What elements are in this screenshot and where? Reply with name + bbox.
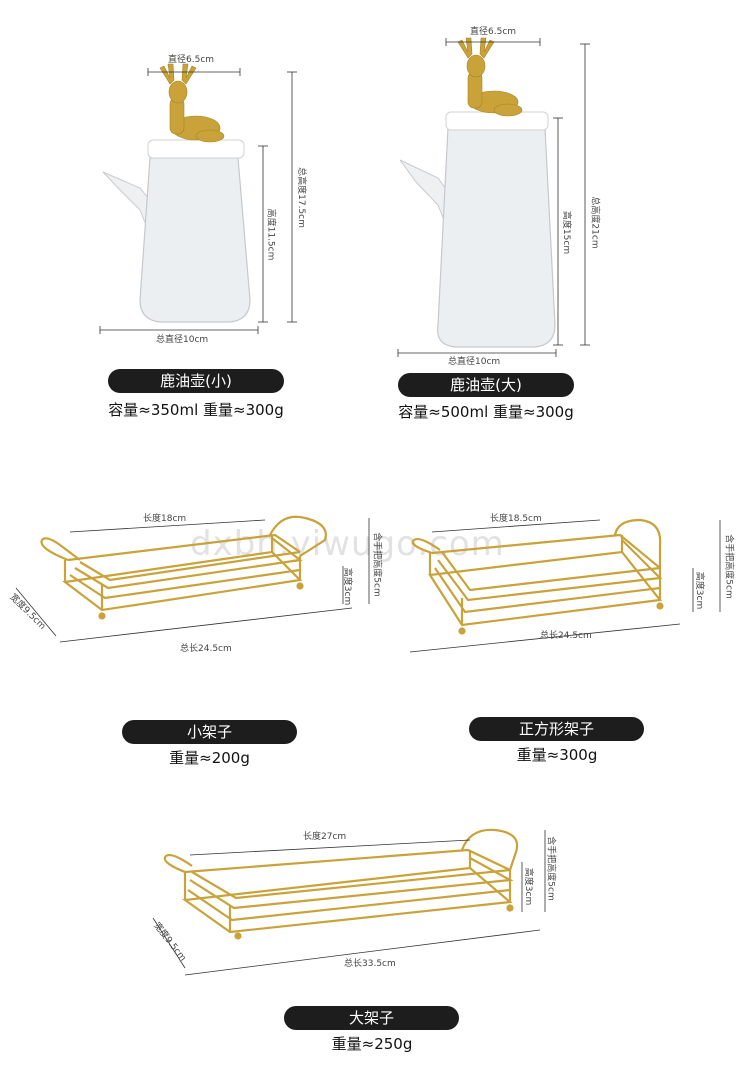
pot-small-spec: 容量≈350ml 重量≈300g bbox=[108, 401, 284, 419]
rack-large-height: 高度3cm bbox=[523, 867, 534, 906]
pot-small-top-diameter: 直径6.5cm bbox=[168, 55, 215, 65]
rack-small-name-pill: 小架子 bbox=[122, 720, 297, 744]
rack-large-length: 长度27cm bbox=[303, 832, 347, 842]
rack-small-spec: 重量≈200g bbox=[169, 749, 250, 767]
pot-large-spec: 容量≈500ml 重量≈300g bbox=[398, 403, 574, 421]
pot-large-total-diameter: 总直径10cm bbox=[448, 357, 501, 367]
rack-square-spec: 重量≈300g bbox=[516, 746, 598, 764]
rack-large-handle-height: 含手把高度5cm bbox=[545, 836, 556, 901]
rack-small-length: 长度18cm bbox=[143, 514, 187, 524]
pot-small-name-pill: 鹿油壶(小) bbox=[108, 369, 284, 393]
rack-large-name-pill: 大架子 bbox=[284, 1006, 459, 1030]
rack-square-length: 长度18.5cm bbox=[490, 514, 542, 524]
pot-small-total-diameter: 总直径10cm bbox=[156, 335, 209, 345]
rack-square-total-length: 总长24.5cm bbox=[540, 631, 592, 641]
pot-large-top-diameter: 直径6.5cm bbox=[470, 27, 517, 37]
rack-small-total-length: 总长24.5cm bbox=[180, 644, 232, 654]
rack-large-spec: 重量≈250g bbox=[331, 1035, 413, 1053]
rack-square-name-pill: 正方形架子 bbox=[469, 717, 644, 741]
rack-large-total-length: 总长33.5cm bbox=[344, 959, 396, 969]
pot-large-name-pill: 鹿油壶(大) bbox=[398, 373, 574, 397]
